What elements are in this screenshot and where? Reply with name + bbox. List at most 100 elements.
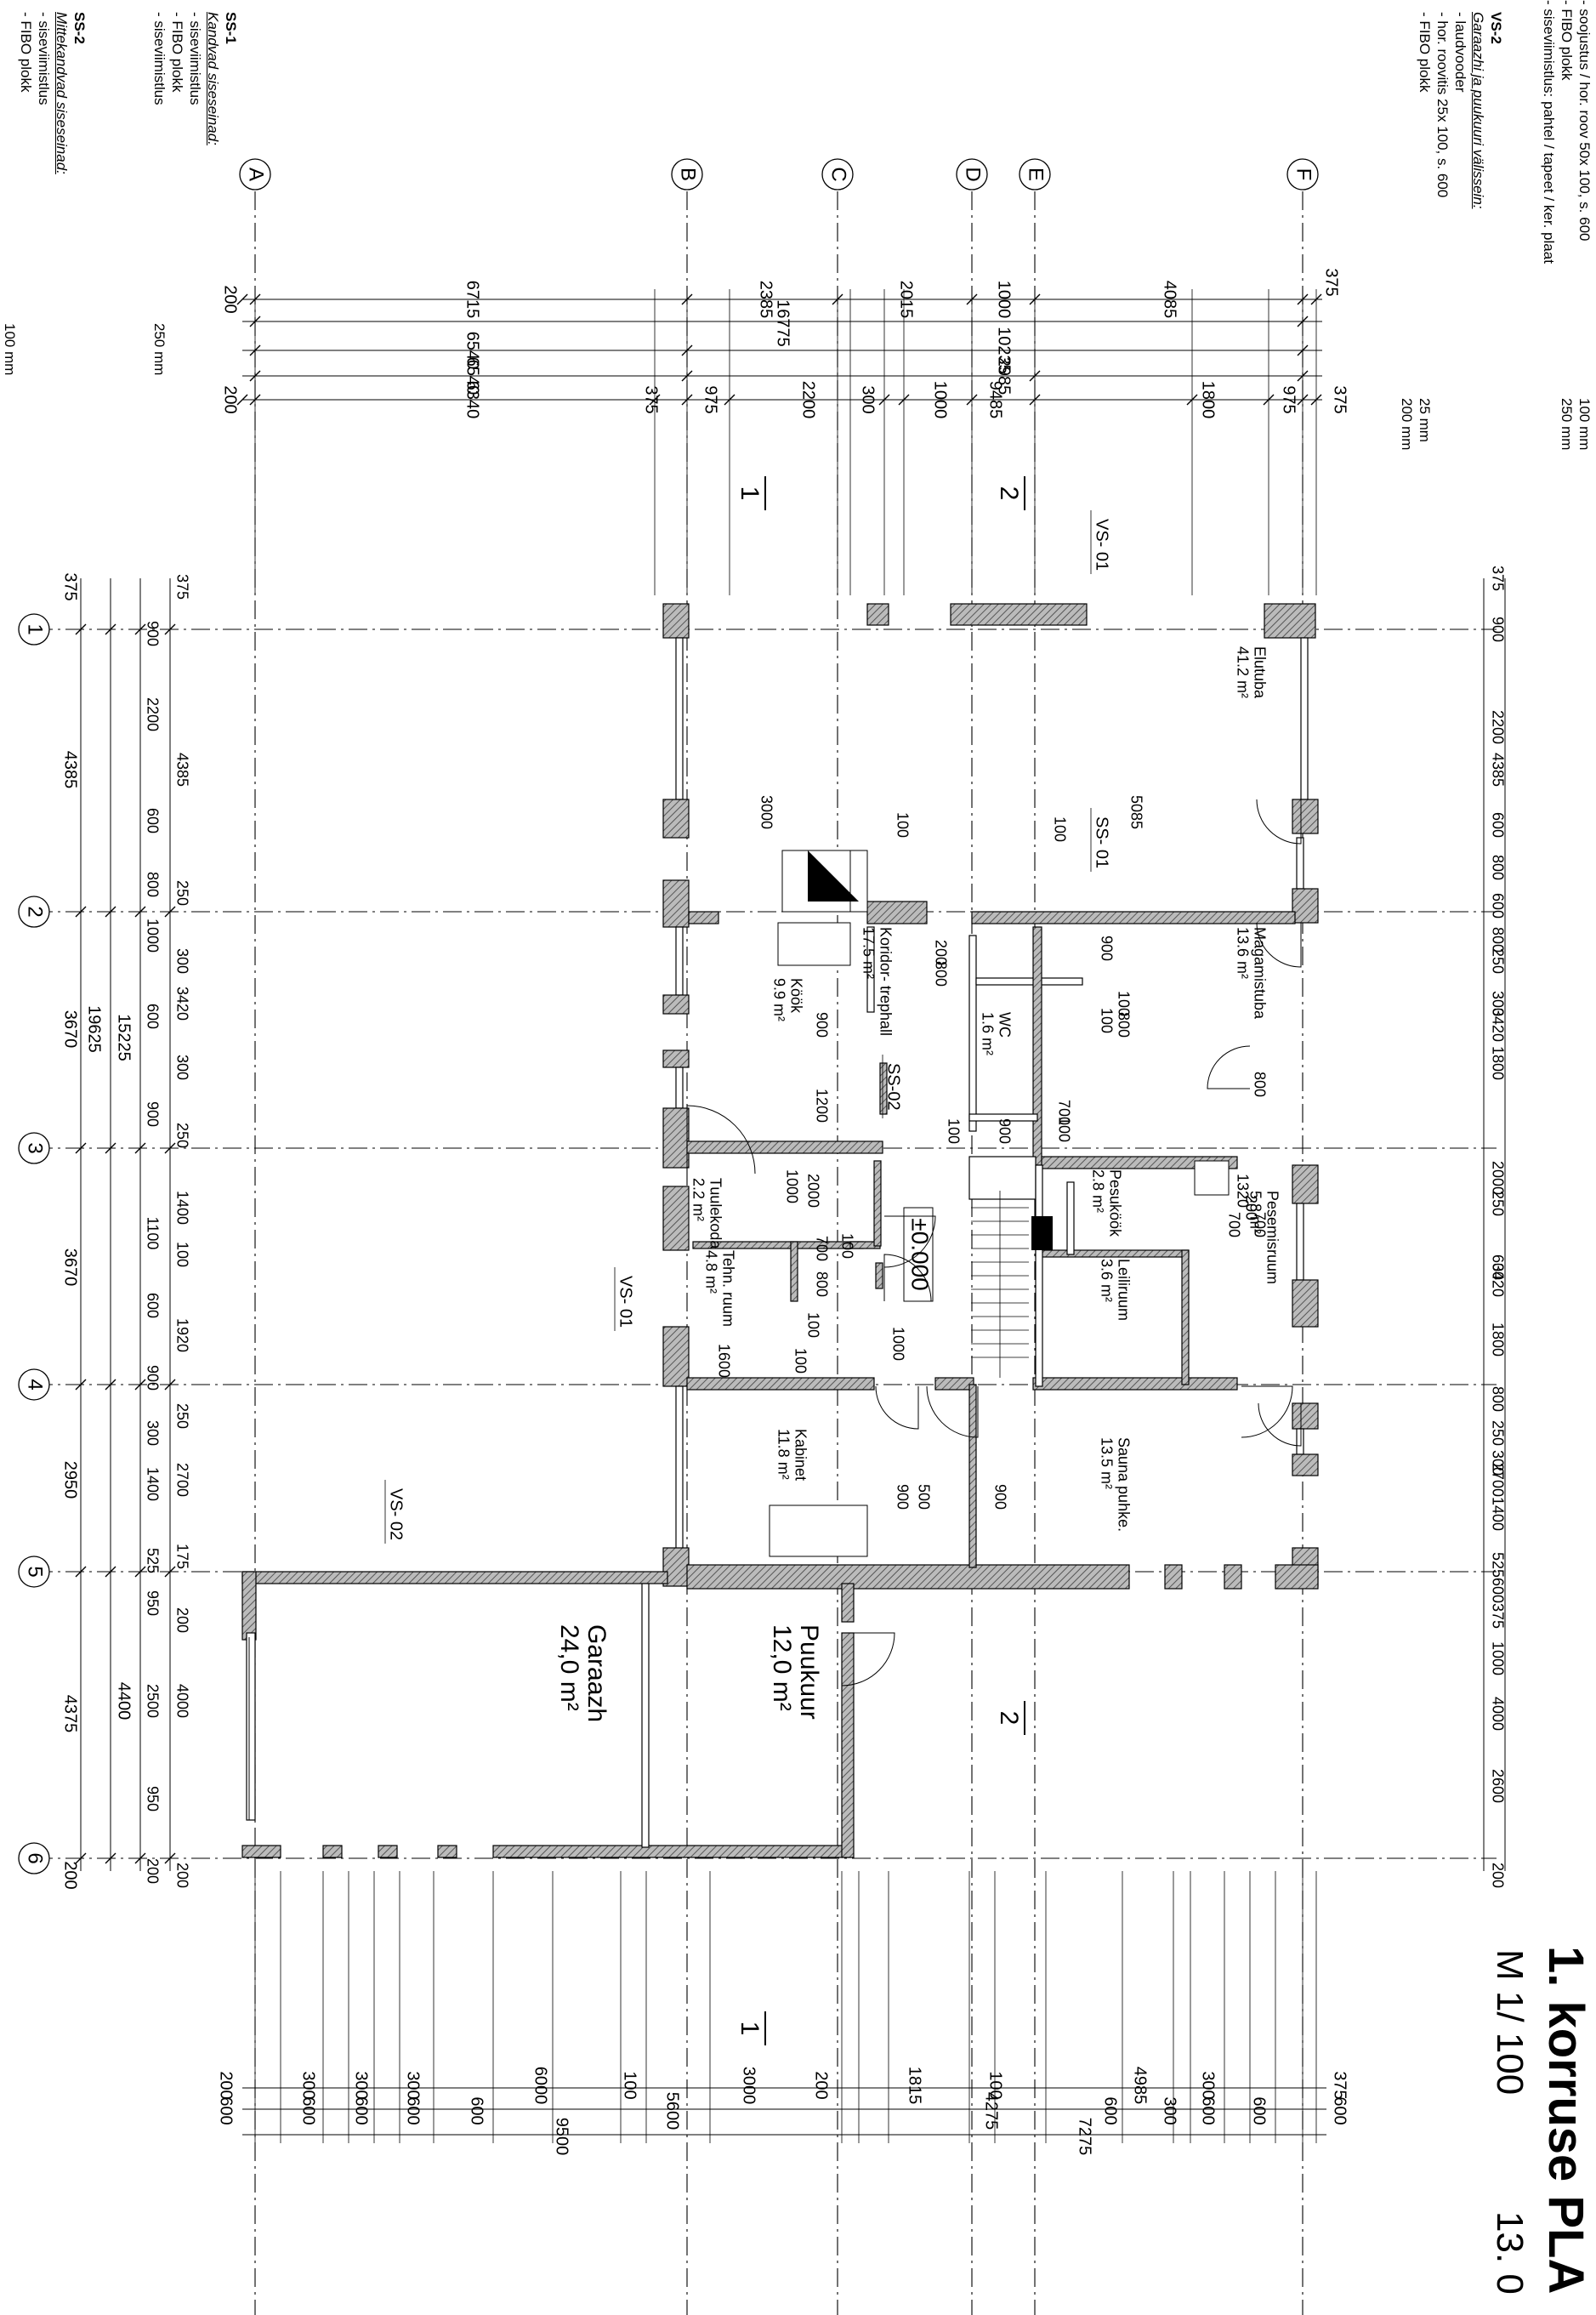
wall-left-window bbox=[675, 1066, 684, 1109]
tick bbox=[1029, 293, 1041, 305]
axis-label-5: 5 bbox=[24, 1566, 47, 1577]
dim-text-inner: 900 bbox=[1098, 936, 1115, 961]
dim-text: 4000 bbox=[173, 1684, 190, 1718]
tick bbox=[1297, 370, 1309, 382]
wall-garage-left bbox=[246, 1632, 256, 1821]
dim-text-inner: 100 bbox=[1055, 1117, 1072, 1142]
wall-pier bbox=[866, 603, 889, 626]
dim-text: 2600 bbox=[1489, 1769, 1506, 1803]
tick bbox=[1029, 370, 1041, 382]
dim-text: 6540 bbox=[463, 332, 482, 370]
tick bbox=[236, 394, 248, 406]
room-area: 9.9 m² bbox=[770, 978, 787, 1021]
dim-text: 525 bbox=[1489, 1552, 1506, 1578]
level-box bbox=[903, 1207, 934, 1302]
tick bbox=[164, 1852, 176, 1864]
dim-text: 9485 bbox=[986, 381, 1005, 419]
dim-text: 900 bbox=[144, 1365, 161, 1391]
wall-pier bbox=[662, 879, 690, 928]
wall-pier bbox=[662, 1049, 690, 1068]
wall-top bbox=[950, 603, 1088, 626]
dim-text: 600 bbox=[217, 2096, 236, 2124]
tick bbox=[75, 1379, 87, 1391]
room-area: 13.5 m² bbox=[1098, 1437, 1115, 1489]
dim-text: 300 bbox=[1489, 991, 1506, 1016]
dim-text: 3420 bbox=[1489, 1263, 1506, 1297]
dim-text: 900 bbox=[144, 1101, 161, 1127]
tick bbox=[681, 394, 693, 406]
tick bbox=[1297, 344, 1309, 356]
tick bbox=[105, 1142, 116, 1154]
tick bbox=[105, 1379, 116, 1391]
stove-black bbox=[808, 850, 859, 902]
dim-text-inner: 900 bbox=[996, 1118, 1013, 1144]
dim-text: 7275 bbox=[1076, 2118, 1094, 2156]
room-name: Tehn. ruum bbox=[719, 1250, 736, 1327]
dim-text: 200 bbox=[221, 385, 240, 413]
tick bbox=[105, 1852, 116, 1864]
dim-text-inner: 100 bbox=[945, 1118, 962, 1144]
tick bbox=[249, 394, 261, 406]
dimension-lines bbox=[75, 289, 1506, 2143]
dim-text: 2985 bbox=[995, 357, 1014, 395]
wall-partition bbox=[866, 926, 875, 1013]
dim-text-inner: 100 bbox=[1051, 816, 1068, 842]
dim-text: 1400 bbox=[173, 1191, 190, 1225]
dim-text-inner: 1000 bbox=[783, 1169, 800, 1203]
dim-text: 600 bbox=[1489, 812, 1506, 838]
dim-text: 600 bbox=[1489, 893, 1506, 919]
dim-text-inner: 700 bbox=[1251, 1212, 1268, 1237]
wall-right-window bbox=[1300, 637, 1309, 800]
axis-bubble-E bbox=[1019, 158, 1051, 191]
dim-text: 2200 bbox=[799, 381, 818, 419]
dim-text-inner: 900 bbox=[991, 1484, 1008, 1510]
dim-text-inner: 100 bbox=[804, 1312, 821, 1338]
door-swings bbox=[686, 799, 1302, 1686]
dim-text: 3420 bbox=[173, 987, 190, 1021]
wall-pier bbox=[1275, 1564, 1319, 1590]
walls bbox=[241, 603, 1319, 1858]
dim-text: 950 bbox=[144, 1786, 161, 1812]
dim-text: 4385 bbox=[61, 751, 80, 789]
room-name: Puukuur bbox=[795, 1624, 823, 1720]
door-swing bbox=[883, 1254, 932, 1302]
axis-label-A: A bbox=[245, 168, 268, 181]
dim-text-inner: 900 bbox=[813, 1012, 830, 1038]
dim-text: 1920 bbox=[173, 1318, 190, 1352]
axis-bubble-A bbox=[239, 158, 271, 191]
axis-bubble-3 bbox=[18, 1132, 50, 1164]
wall-left-window bbox=[675, 926, 684, 996]
dim-text: 1000 bbox=[995, 281, 1014, 319]
dim-text: 1400 bbox=[144, 1467, 161, 1501]
dim-text: 200 bbox=[812, 2071, 831, 2099]
door-swing bbox=[883, 1215, 936, 1268]
axis-label-2: 2 bbox=[24, 906, 47, 917]
dim-text: 600 bbox=[1101, 2096, 1120, 2124]
wall-left-window bbox=[675, 637, 684, 800]
dim-text-inner: 100 bbox=[792, 1348, 809, 1374]
wall-kitchen bbox=[866, 901, 928, 924]
tick bbox=[1029, 394, 1041, 406]
dim-text-inner: 100 bbox=[838, 1233, 855, 1259]
dim-text: 15225 bbox=[115, 1014, 133, 1061]
tick bbox=[134, 623, 146, 635]
wall-partition bbox=[873, 1160, 882, 1247]
wall-int bbox=[686, 1140, 883, 1154]
dim-text-inner: 100 bbox=[1115, 991, 1132, 1016]
dim-text-inner: 700 bbox=[1225, 1212, 1242, 1237]
dim-text: 175 bbox=[173, 1544, 190, 1569]
tick bbox=[898, 394, 910, 406]
tick bbox=[1297, 394, 1309, 406]
dim-text: 1800 bbox=[1199, 381, 1218, 419]
wall-pier bbox=[662, 1186, 690, 1251]
room-name: Kabinet bbox=[792, 1429, 809, 1481]
dim-text: 2200 bbox=[1489, 710, 1506, 744]
tick bbox=[249, 344, 261, 356]
dim-text: 200 bbox=[217, 2071, 236, 2099]
door-swing bbox=[1256, 922, 1302, 968]
section-mark: 1 bbox=[736, 2022, 764, 2036]
dim-text-inner: 1200 bbox=[813, 1089, 830, 1123]
axis-label-6: 6 bbox=[24, 1852, 47, 1863]
dim-text-inner: 800 bbox=[813, 1271, 830, 1297]
